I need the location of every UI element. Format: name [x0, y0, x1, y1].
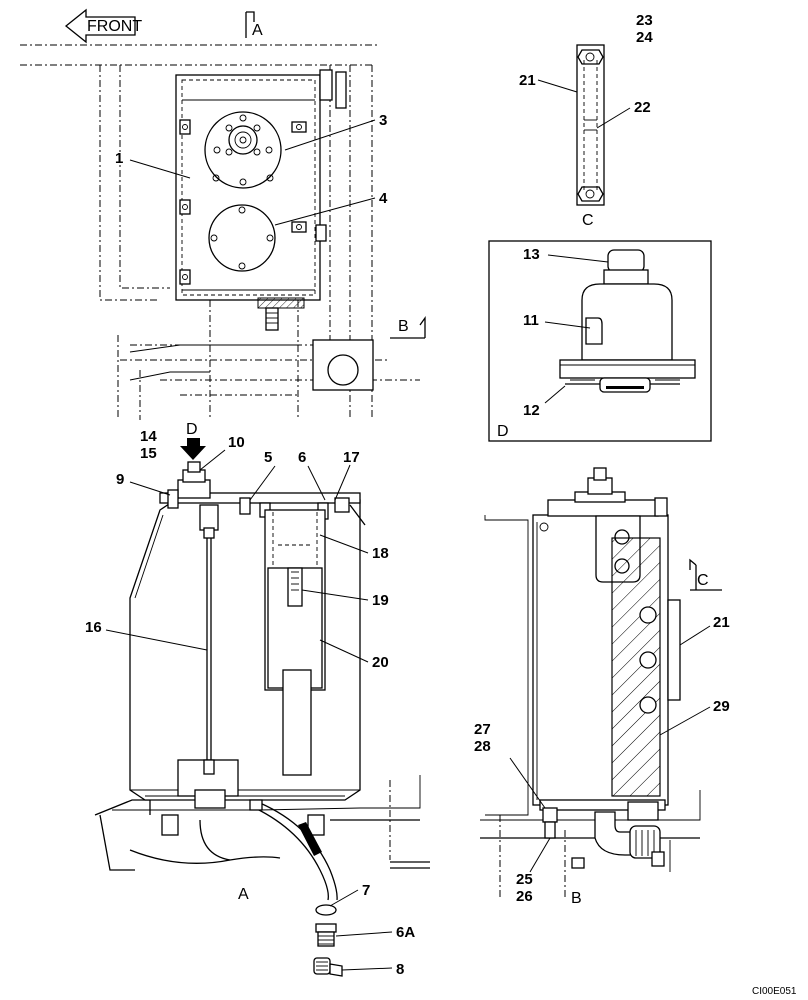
callout-17: 17: [343, 449, 360, 466]
view-d-arrow: D: [180, 421, 206, 460]
callout-6a: 6A: [396, 924, 415, 941]
suction-cover: [208, 204, 276, 272]
view-label-d-arrow: D: [186, 421, 198, 438]
view-label-a-top: A: [252, 22, 263, 39]
section-marker-b-top: B: [390, 315, 426, 339]
suction-strainer: [282, 669, 312, 776]
callout-23: 23: [636, 12, 653, 29]
callout-6: 6: [298, 449, 306, 466]
view-label-b-bottom: B: [571, 890, 582, 907]
callout-28: 28: [474, 738, 491, 755]
return-filter-cover: [204, 111, 282, 189]
view-label-d: D: [497, 423, 509, 440]
view-d-detail: D: [488, 240, 712, 442]
view-c-sight-gauge: C: [576, 44, 605, 229]
top-view: A: [20, 11, 420, 420]
side-view-a: D A: [94, 421, 430, 977]
callout-26: 26: [516, 888, 533, 905]
callout-5: 5: [264, 449, 272, 466]
side-view-b: C B: [480, 467, 722, 907]
view-label-a-bottom: A: [238, 886, 249, 903]
adapter-fitting: [315, 923, 337, 947]
callout-14: 14: [140, 428, 157, 445]
callout-27: 27: [474, 721, 491, 738]
callout-10: 10: [228, 434, 245, 451]
callout-7: 7: [362, 882, 370, 899]
section-marker-a-top: A: [245, 11, 263, 39]
detail-frame: [488, 240, 712, 442]
callout-18: 18: [372, 545, 389, 562]
callout-25: 25: [516, 871, 533, 888]
callout-9: 9: [116, 471, 124, 488]
callout-8: 8: [396, 961, 404, 978]
callout-4: 4: [379, 190, 388, 207]
view-label-c-marker: C: [697, 572, 709, 589]
callout-12: 12: [523, 402, 540, 419]
view-label-b-side: B: [398, 318, 409, 335]
callout-numbers: 1 3 4 23 24 21 22 13 11 12 14 15 10 5 6 …: [85, 12, 730, 978]
callout-16: 16: [85, 619, 102, 636]
callout-3: 3: [379, 112, 387, 129]
section-marker-c: C: [689, 558, 722, 591]
callout-24: 24: [636, 29, 653, 46]
figure-code: CI00E051: [752, 986, 797, 997]
callout-20: 20: [372, 654, 389, 671]
view-label-c: C: [582, 212, 594, 229]
callout-1: 1: [115, 150, 123, 167]
callout-21-lower: 21: [713, 614, 730, 631]
front-arrow: FRONT: [64, 8, 142, 44]
callout-15: 15: [140, 445, 157, 462]
front-label: FRONT: [87, 18, 142, 35]
callout-21-upper: 21: [519, 72, 536, 89]
callout-13: 13: [523, 246, 540, 263]
callout-19: 19: [372, 592, 389, 609]
callout-29: 29: [713, 698, 730, 715]
o-ring: [315, 904, 337, 916]
elbow-fitting: [313, 957, 343, 977]
callout-22: 22: [634, 99, 651, 116]
leader-lines: [105, 79, 711, 971]
callout-11: 11: [523, 312, 539, 329]
